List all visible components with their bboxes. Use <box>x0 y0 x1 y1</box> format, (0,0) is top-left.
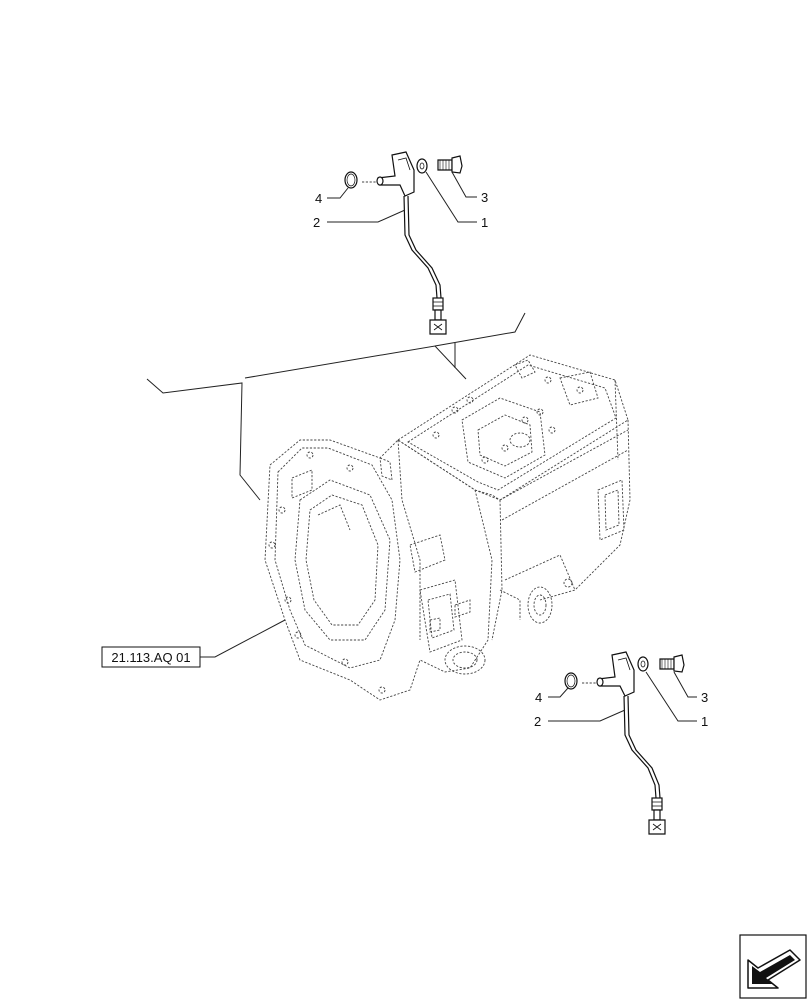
callout-bottom-1: 1 <box>701 714 708 729</box>
callout-leaders-bottom <box>548 671 697 722</box>
sensor-cable <box>403 195 438 299</box>
reference-leader-line <box>200 619 286 658</box>
callout-bottom-2: 2 <box>534 714 541 729</box>
callout-bottom-3: 3 <box>701 690 708 705</box>
callout-bottom-4: 4 <box>535 690 542 705</box>
transmission-housing <box>264 354 631 701</box>
reference-box[interactable]: 21.113.AQ 01 <box>101 646 201 668</box>
callout-leaders-top <box>327 171 477 223</box>
washer-part <box>637 656 649 672</box>
reference-box-label: 21.113.AQ 01 <box>111 650 190 665</box>
sensor-cable <box>623 695 657 799</box>
callout-top-2: 2 <box>313 215 320 230</box>
callout-top-3: 3 <box>481 190 488 205</box>
sensor-body-part <box>377 151 415 197</box>
sensor-assembly-bottom <box>564 651 685 835</box>
sensor-assembly-top <box>344 151 463 335</box>
callout-top-4: 4 <box>315 191 322 206</box>
washer-part <box>416 158 428 174</box>
next-page-arrow-icon[interactable] <box>739 934 807 999</box>
sensor-body-part <box>597 651 635 697</box>
callout-top-1: 1 <box>481 215 488 230</box>
assembly-leader-lines <box>146 312 526 501</box>
